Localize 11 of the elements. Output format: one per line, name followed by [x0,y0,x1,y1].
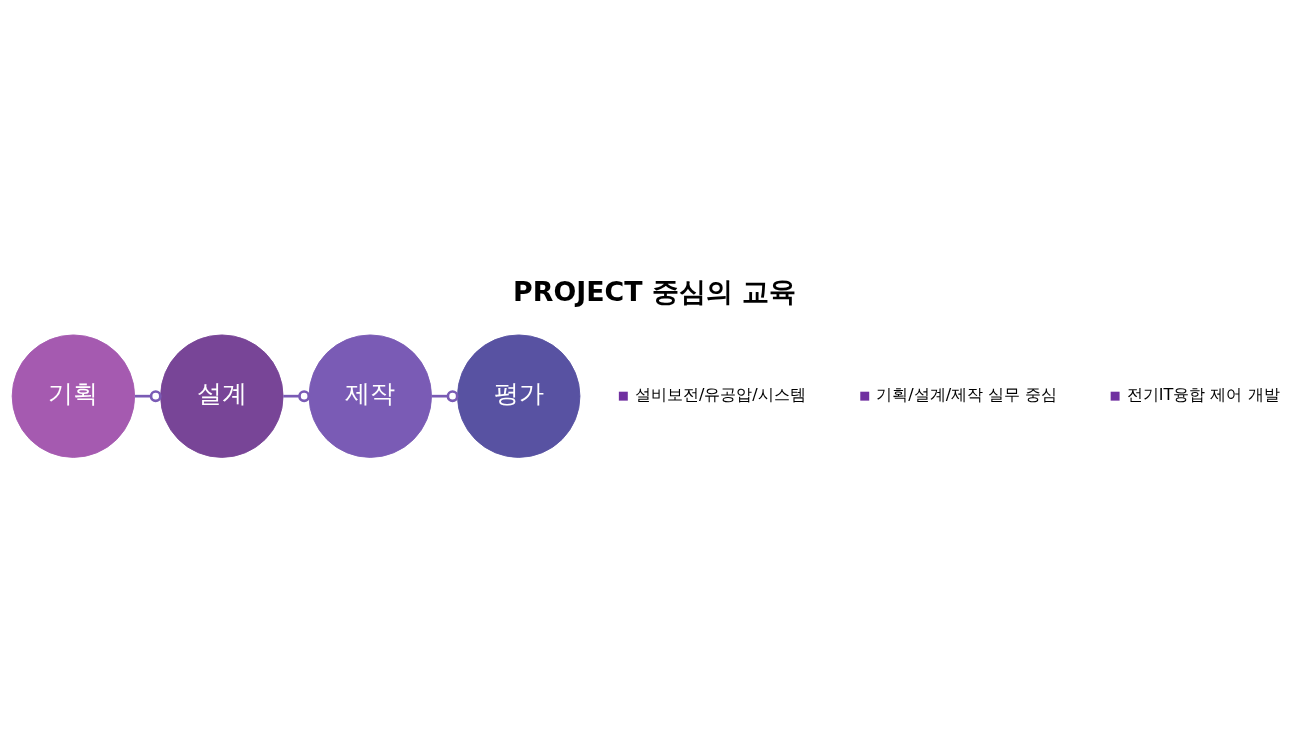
label: 전기IT융합 제어 개발 [1126,384,1280,404]
label: 설비보전/유공압/시스템 [634,384,806,404]
connector [431,389,459,402]
connector [134,389,162,402]
node-circle: 설계 [160,333,284,458]
node-circle: 제작 [308,333,432,458]
connector [283,389,311,402]
node-circle: 기획 [11,333,136,458]
node-circle: 평가 [457,333,581,458]
diagram-title: PROJECT 중심의 교육 [513,275,797,307]
label: 기획/설계/제작 실무 중심 [876,384,1058,404]
